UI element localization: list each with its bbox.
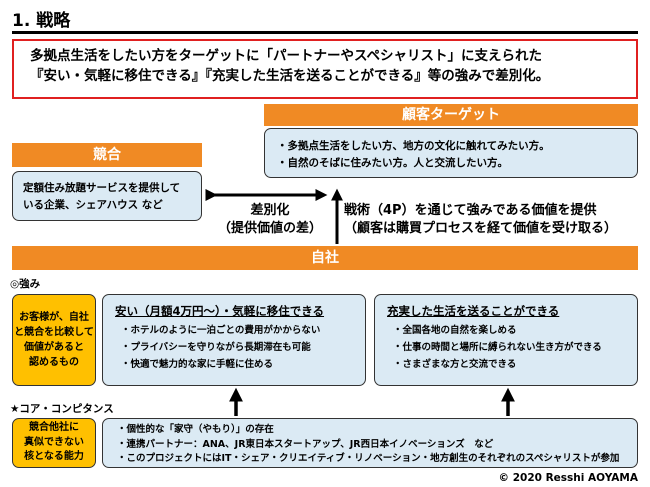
strength-right-item: ・全国各地の自然を楽しめる bbox=[393, 325, 517, 336]
core-competence-label: ★コア・コンピタンス bbox=[10, 403, 114, 415]
strengths-note-line: 認めるもの bbox=[29, 357, 79, 368]
core-competence-box: ・個性的な「家守（やもり）」の存在 ・連携パートナー：ANA、JR東日本スタート… bbox=[102, 418, 638, 468]
page-title: 1. 戦略 bbox=[12, 11, 71, 31]
core-note-line: 核となる能力 bbox=[24, 451, 84, 462]
strength-right-item: ・仕事の時間と場所に縛られない生き方ができる bbox=[393, 342, 602, 353]
target-box: ・多拠点生活をしたい方、地方の文化に触れてみたい方。 ・自然のそばに住みたい方。… bbox=[264, 128, 638, 178]
competitor-box: 定額住み放題サービスを提供して いる企業、シェアハウス など bbox=[12, 171, 202, 221]
strength-right-item: ・さまざまな方と交流できる bbox=[393, 359, 517, 370]
strength-left-item: ・プライバシーを守りながら長期滞在も可能 bbox=[121, 342, 311, 353]
technique-line2: （顧客は購買プロセスを経て価値を受け取る） bbox=[344, 221, 618, 236]
strengths-label: ◎強み bbox=[10, 278, 41, 290]
strengths-note-line: 価値があると bbox=[24, 342, 84, 353]
self-company-bar: 自社 bbox=[12, 246, 638, 270]
strength-left-item: ・快適で魅力的な家に手軽に住める bbox=[121, 359, 274, 370]
competitor-text-line: いる企業、シェアハウス など bbox=[23, 199, 163, 211]
core-item: ・連携パートナー：ANA、JR東日本スタートアップ、JR西日本イノベーションズ … bbox=[117, 438, 494, 450]
target-item: ・多拠点生活をしたい方、地方の文化に触れてみたい方。 bbox=[277, 140, 550, 152]
main-message-box: 多拠点生活をしたい方をターゲットに「パートナーやスペシャリスト」に支えられた 『… bbox=[12, 39, 638, 99]
strength-right-box: 充実した生活を送ることができる ・全国各地の自然を楽しめる ・仕事の時間と場所に… bbox=[374, 294, 638, 386]
differentiation-line2: （提供価値の差） bbox=[217, 221, 322, 236]
target-item: ・自然のそばに住みたい方。人と交流したい方。 bbox=[277, 157, 508, 169]
strengths-note-line: お客様が、自社 bbox=[19, 312, 89, 323]
differentiation-line1: 差別化 bbox=[250, 203, 290, 218]
core-note-line: 真似できない bbox=[24, 436, 84, 448]
technique-line1: 戦術（4P）を通じて強みである価値を提供 bbox=[344, 203, 597, 218]
copyright-text: © 2020 Resshi AOYAMA bbox=[498, 472, 638, 484]
core-side-note: 競合他社に 真似できない 核となる能力 bbox=[12, 418, 96, 468]
strength-left-title: 安い（月額4万円～）・気軽に移住できる bbox=[115, 304, 325, 318]
main-message-line2: 『安い・気軽に移住できる』『充実した生活を送ることができる』等の強みで差別化。 bbox=[30, 68, 550, 84]
technique-label: 戦術（4P）を通じて強みである価値を提供 （顧客は購買プロセスを経て価値を受け取… bbox=[336, 202, 638, 238]
differentiation-label: 差別化 （提供価値の差） bbox=[208, 202, 332, 238]
competitor-heading: 競合 bbox=[12, 143, 202, 167]
strengths-side-note: お客様が、自社 と競合を比較して 価値があると 認めるもの bbox=[12, 294, 96, 386]
core-item: ・個性的な「家守（やもり）」の存在 bbox=[117, 424, 274, 435]
competitor-text-line: 定額住み放題サービスを提供して bbox=[23, 182, 181, 194]
core-note-line: 競合他社に bbox=[29, 422, 79, 433]
main-message-line1: 多拠点生活をしたい方をターゲットに「パートナーやスペシャリスト」に支えられた bbox=[30, 48, 543, 64]
strength-left-item: ・ホテルのように一泊ごとの費用がかからない bbox=[121, 325, 321, 336]
target-heading: 顧客ターゲット bbox=[264, 104, 638, 126]
strengths-note-line: と競合を比較して bbox=[14, 327, 94, 338]
strength-right-title: 充実した生活を送ることができる bbox=[387, 304, 560, 318]
core-item: ・このプロジェクトにはIT・シェア・クリエイティブ・リノベーション・地方創生のそ… bbox=[117, 453, 620, 464]
title-divider bbox=[12, 31, 638, 34]
strength-left-box: 安い（月額4万円～）・気軽に移住できる ・ホテルのように一泊ごとの費用がかからな… bbox=[102, 294, 366, 386]
